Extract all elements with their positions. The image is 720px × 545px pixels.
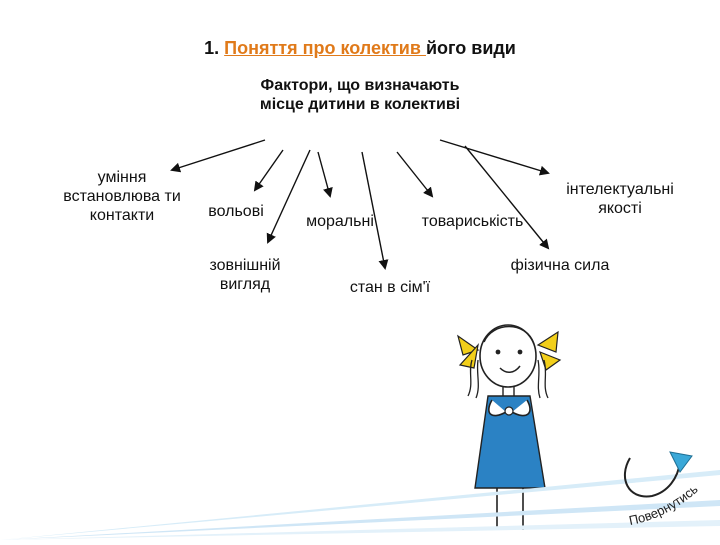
title-rest: його види <box>425 38 516 58</box>
node-skills: уміння встановлюва ти контакти <box>63 169 181 224</box>
arrow-family <box>361 151 389 270</box>
node-volitional: вольові <box>208 203 264 220</box>
return-arrow-icon <box>624 451 693 498</box>
back-label: Повернутись <box>628 481 701 528</box>
arrow-intellectual <box>439 139 550 176</box>
arrow-appearance <box>266 149 311 244</box>
back-button[interactable]: Повернутись <box>600 430 720 540</box>
arrow-volitional <box>253 149 284 192</box>
node-comradeship: товариськість <box>421 213 524 230</box>
node-physical: фізична сила <box>510 257 610 274</box>
slide-title: 1. Поняття про колектив його види <box>0 38 720 59</box>
svg-text:Повернутись: Повернутись <box>628 481 701 528</box>
title-link[interactable]: Поняття про колектив <box>224 38 426 58</box>
arrow-comradeship <box>396 151 434 198</box>
arrow-skills <box>170 139 266 173</box>
arrow-moral <box>317 151 333 198</box>
central-concept: Фактори, що визначають місце дитини в ко… <box>259 77 461 113</box>
back-label-text: Повернутись <box>628 481 701 528</box>
node-moral: моральні <box>306 213 374 230</box>
title-number: 1. <box>204 38 220 58</box>
node-family: стан в сім'ї <box>349 279 431 296</box>
arrow-physical <box>464 145 550 250</box>
node-intellectual: інтелектуальні якості <box>566 181 674 217</box>
node-appearance: зовнішній вигляд <box>209 257 281 293</box>
